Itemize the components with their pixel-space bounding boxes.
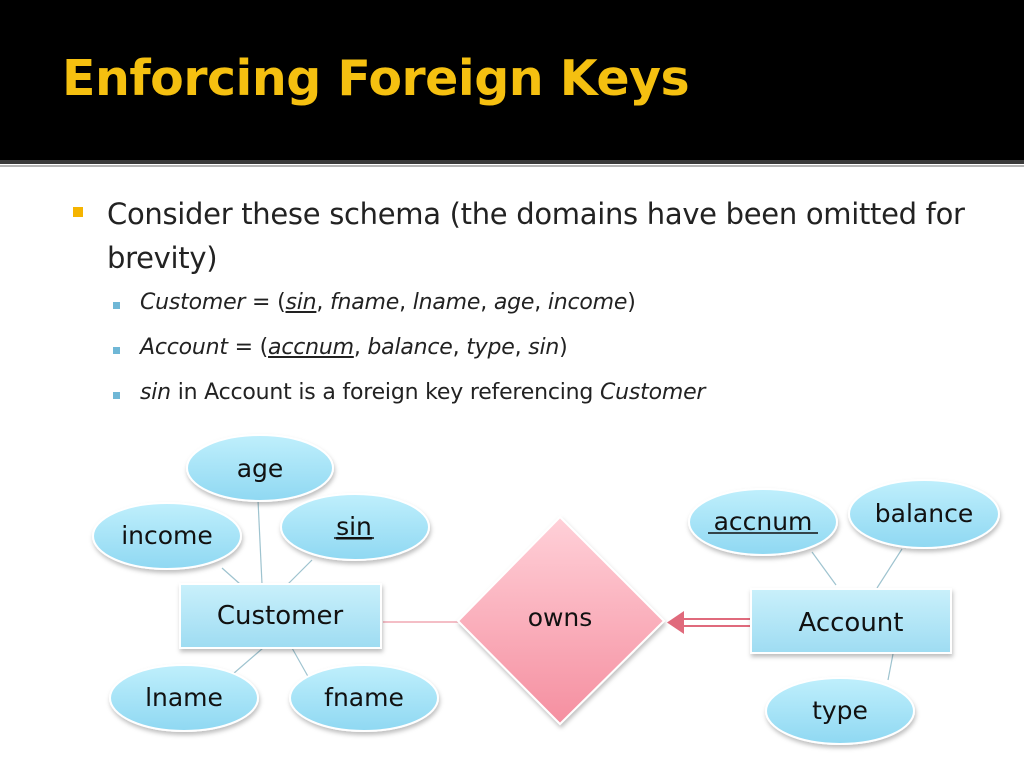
connector-age — [257, 499, 263, 585]
title-divider-light — [0, 165, 1024, 167]
title-divider — [0, 160, 1024, 164]
bullet-customer-schema: Customer = (sin, fname, lname, age, inco… — [140, 290, 636, 315]
entity-customer-label: Customer — [217, 601, 344, 631]
text: ) — [627, 290, 636, 315]
key-attr: sin — [285, 290, 317, 315]
arrow-head — [667, 611, 684, 634]
attr: type — [466, 335, 515, 360]
attr: income — [547, 290, 628, 315]
relation-name: Account — [140, 335, 228, 360]
attr-sin: sin — [280, 493, 430, 561]
text: ) — [559, 335, 568, 360]
attr-lname: lname — [109, 664, 259, 732]
connector-type — [887, 653, 894, 681]
attr-fname-label: fname — [324, 683, 404, 712]
attr: sin — [528, 335, 560, 360]
text: in Account is a foreign key referencing — [170, 380, 600, 405]
attr-type: type — [765, 677, 915, 745]
slide-title: Enforcing Foreign Keys — [62, 50, 690, 107]
sub-bullet-marker — [113, 302, 120, 309]
title-bar: Enforcing Foreign Keys — [0, 0, 1024, 160]
sub-bullet-marker — [113, 347, 120, 354]
attr-income: income — [92, 502, 242, 570]
sep: , — [452, 335, 467, 360]
attr: fname — [329, 290, 400, 315]
entity-account: Account — [750, 588, 952, 654]
attr-type-label: type — [812, 696, 868, 725]
attr-accnum-label: accnum — [714, 507, 813, 536]
attr-accnum: accnum — [688, 488, 838, 556]
entity-account-label: Account — [799, 608, 904, 638]
relationship-owns-label: owns — [528, 603, 593, 632]
sep: , — [399, 290, 413, 315]
fk-attr: sin — [140, 380, 171, 405]
sep: , — [534, 290, 548, 315]
attr-balance: balance — [848, 479, 1000, 549]
attr-age-label: age — [237, 454, 284, 483]
attr: age — [493, 290, 535, 315]
attr: lname — [412, 290, 481, 315]
connector-sin — [287, 559, 313, 585]
total-participation-arrow — [667, 611, 751, 634]
sep: , — [480, 290, 494, 315]
attr-lname-label: lname — [145, 683, 223, 712]
bullet-account-schema: Account = (accnum, balance, type, sin) — [140, 335, 568, 360]
attr-sin-label: sin — [336, 512, 372, 541]
text: = ( — [245, 290, 286, 315]
attr-fname: fname — [289, 664, 439, 732]
attr-age: age — [186, 434, 334, 502]
attr-income-label: income — [121, 521, 213, 550]
connector-fname — [291, 647, 311, 681]
fk-target: Customer — [599, 380, 706, 405]
bullet-main: Consider these schema (the domains have … — [107, 197, 965, 275]
connector-income — [221, 567, 241, 585]
sub-bullet-marker — [113, 392, 120, 399]
bullet-marker — [73, 207, 83, 217]
sep: , — [514, 335, 529, 360]
sep: , — [353, 335, 368, 360]
sep: , — [316, 290, 330, 315]
connector-balance — [876, 548, 903, 589]
bullet-foreign-key: sin in Account is a foreign key referenc… — [140, 380, 705, 405]
attr: balance — [367, 335, 453, 360]
connector-accnum — [811, 551, 837, 586]
relation-name: Customer — [140, 290, 246, 315]
text: = ( — [227, 335, 269, 360]
entity-customer: Customer — [179, 583, 382, 649]
key-attr: accnum — [268, 335, 354, 360]
attr-balance-label: balance — [875, 499, 973, 528]
relationship-owns: owns — [456, 515, 666, 726]
